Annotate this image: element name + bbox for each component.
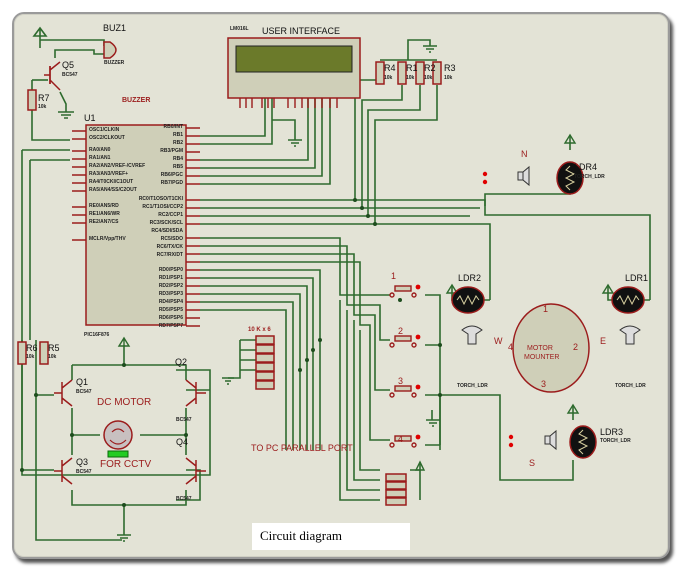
mcu-body <box>85 124 187 326</box>
buzzer-value: BUZZER <box>104 60 125 66</box>
motor-indicator <box>107 450 129 458</box>
ground-lcd <box>288 139 302 147</box>
direction-west: W <box>494 336 503 346</box>
cctv-label: FOR CCTV <box>100 459 152 470</box>
q3-ref: Q3 <box>76 457 89 467</box>
motor-mounter-label-1: MOTOR <box>527 345 553 352</box>
transistor-q4 <box>185 457 206 485</box>
motor-mounter-label-2: MOUNTER <box>524 354 560 361</box>
ldr2-ref: LDR2 <box>458 273 482 283</box>
transistor-q1 <box>54 379 73 407</box>
lcd-screen <box>235 45 353 73</box>
ldr3-ref: LDR3 <box>600 427 624 437</box>
ground-hbridge <box>117 534 131 542</box>
direction-south: S <box>529 458 536 468</box>
button-1[interactable]: 1 <box>391 271 397 281</box>
r7-ref: R7 <box>38 93 50 103</box>
button-3[interactable]: 3 <box>398 376 404 386</box>
q5-value: BC547 <box>62 72 78 78</box>
motor-mounter <box>512 303 590 393</box>
ldr4 <box>556 161 584 195</box>
push-buttons <box>389 285 417 448</box>
button-2[interactable]: 2 <box>398 326 404 336</box>
mounter-pos-3: 3 <box>541 379 547 389</box>
resistor-r4 <box>375 61 385 85</box>
buzzer-section-label: BUZZER <box>122 97 151 104</box>
q1-ref: Q1 <box>76 377 89 387</box>
r3-ref: R3 <box>444 63 456 73</box>
r2-ref: R2 <box>424 63 436 73</box>
torch-west-icon <box>461 325 483 345</box>
ldr-sensors <box>451 161 645 459</box>
resistor-r2 <box>415 61 425 85</box>
ldr4-ref: LDR4 <box>574 162 598 172</box>
lcd-title: USER INTERFACE <box>262 26 341 36</box>
transistor-q5 <box>44 61 61 91</box>
direction-east: E <box>600 336 607 346</box>
torch-west-label: TORCH_LDR <box>457 383 488 389</box>
r6-ref: R6 <box>26 343 38 353</box>
ldr3 <box>569 425 597 459</box>
resistor-r6 <box>17 341 27 365</box>
ldr1 <box>611 286 645 314</box>
direction-north: N <box>521 149 528 159</box>
ldr1-ref: LDR1 <box>625 273 649 283</box>
r4-ref: R4 <box>384 63 396 73</box>
ground-pullups <box>423 45 437 53</box>
ground-buttons <box>426 419 440 427</box>
torch-east-label: TORCH_LDR <box>615 383 646 389</box>
r7-value: 10k <box>38 104 47 110</box>
power-terminal-top <box>32 26 48 48</box>
r1-ref: R1 <box>406 63 418 73</box>
q4-ref: Q4 <box>176 437 189 447</box>
r5-ref: R5 <box>48 343 60 353</box>
transistor-q3 <box>54 457 73 485</box>
mcu-ref: U1 <box>84 113 96 123</box>
dc-motor-label: DC MOTOR <box>97 397 152 408</box>
q2-ref: Q2 <box>175 357 188 367</box>
resistor-array-label: 10 K x 6 <box>248 327 271 333</box>
ldr2 <box>451 286 485 314</box>
ldr4-value: TORCH_LDR <box>574 174 605 180</box>
buzzer-ref: BUZ1 <box>103 23 127 33</box>
transistor-q2 <box>185 379 206 407</box>
torch-north-icon <box>517 165 530 187</box>
resistor-r7 <box>27 89 37 111</box>
q5-ref: Q5 <box>62 60 75 70</box>
buzzer-symbol <box>103 41 117 59</box>
mounter-pos-1: 1 <box>543 304 549 314</box>
torch-east-icon <box>619 325 641 345</box>
torch-south-icon <box>544 429 557 451</box>
resistor-r5 <box>39 341 49 365</box>
dc-motor-symbol <box>103 420 133 450</box>
resistor-r1 <box>397 61 407 85</box>
lcd-ref: LM016L <box>230 26 249 32</box>
button-4[interactable]: 4 <box>398 434 404 444</box>
figure-caption: Circuit diagram <box>252 523 410 550</box>
mcu-part: PIC16F876 <box>84 332 110 338</box>
mounter-pos-4: 4 <box>508 342 514 352</box>
mounter-pos-2: 2 <box>573 342 579 352</box>
ground-q5 <box>58 111 74 119</box>
ground-array <box>222 377 234 385</box>
ldr3-value: TORCH_LDR <box>600 438 631 444</box>
parallel-port-label: TO PC PARALLEL PORT <box>251 443 353 453</box>
resistor-r3 <box>432 61 442 85</box>
